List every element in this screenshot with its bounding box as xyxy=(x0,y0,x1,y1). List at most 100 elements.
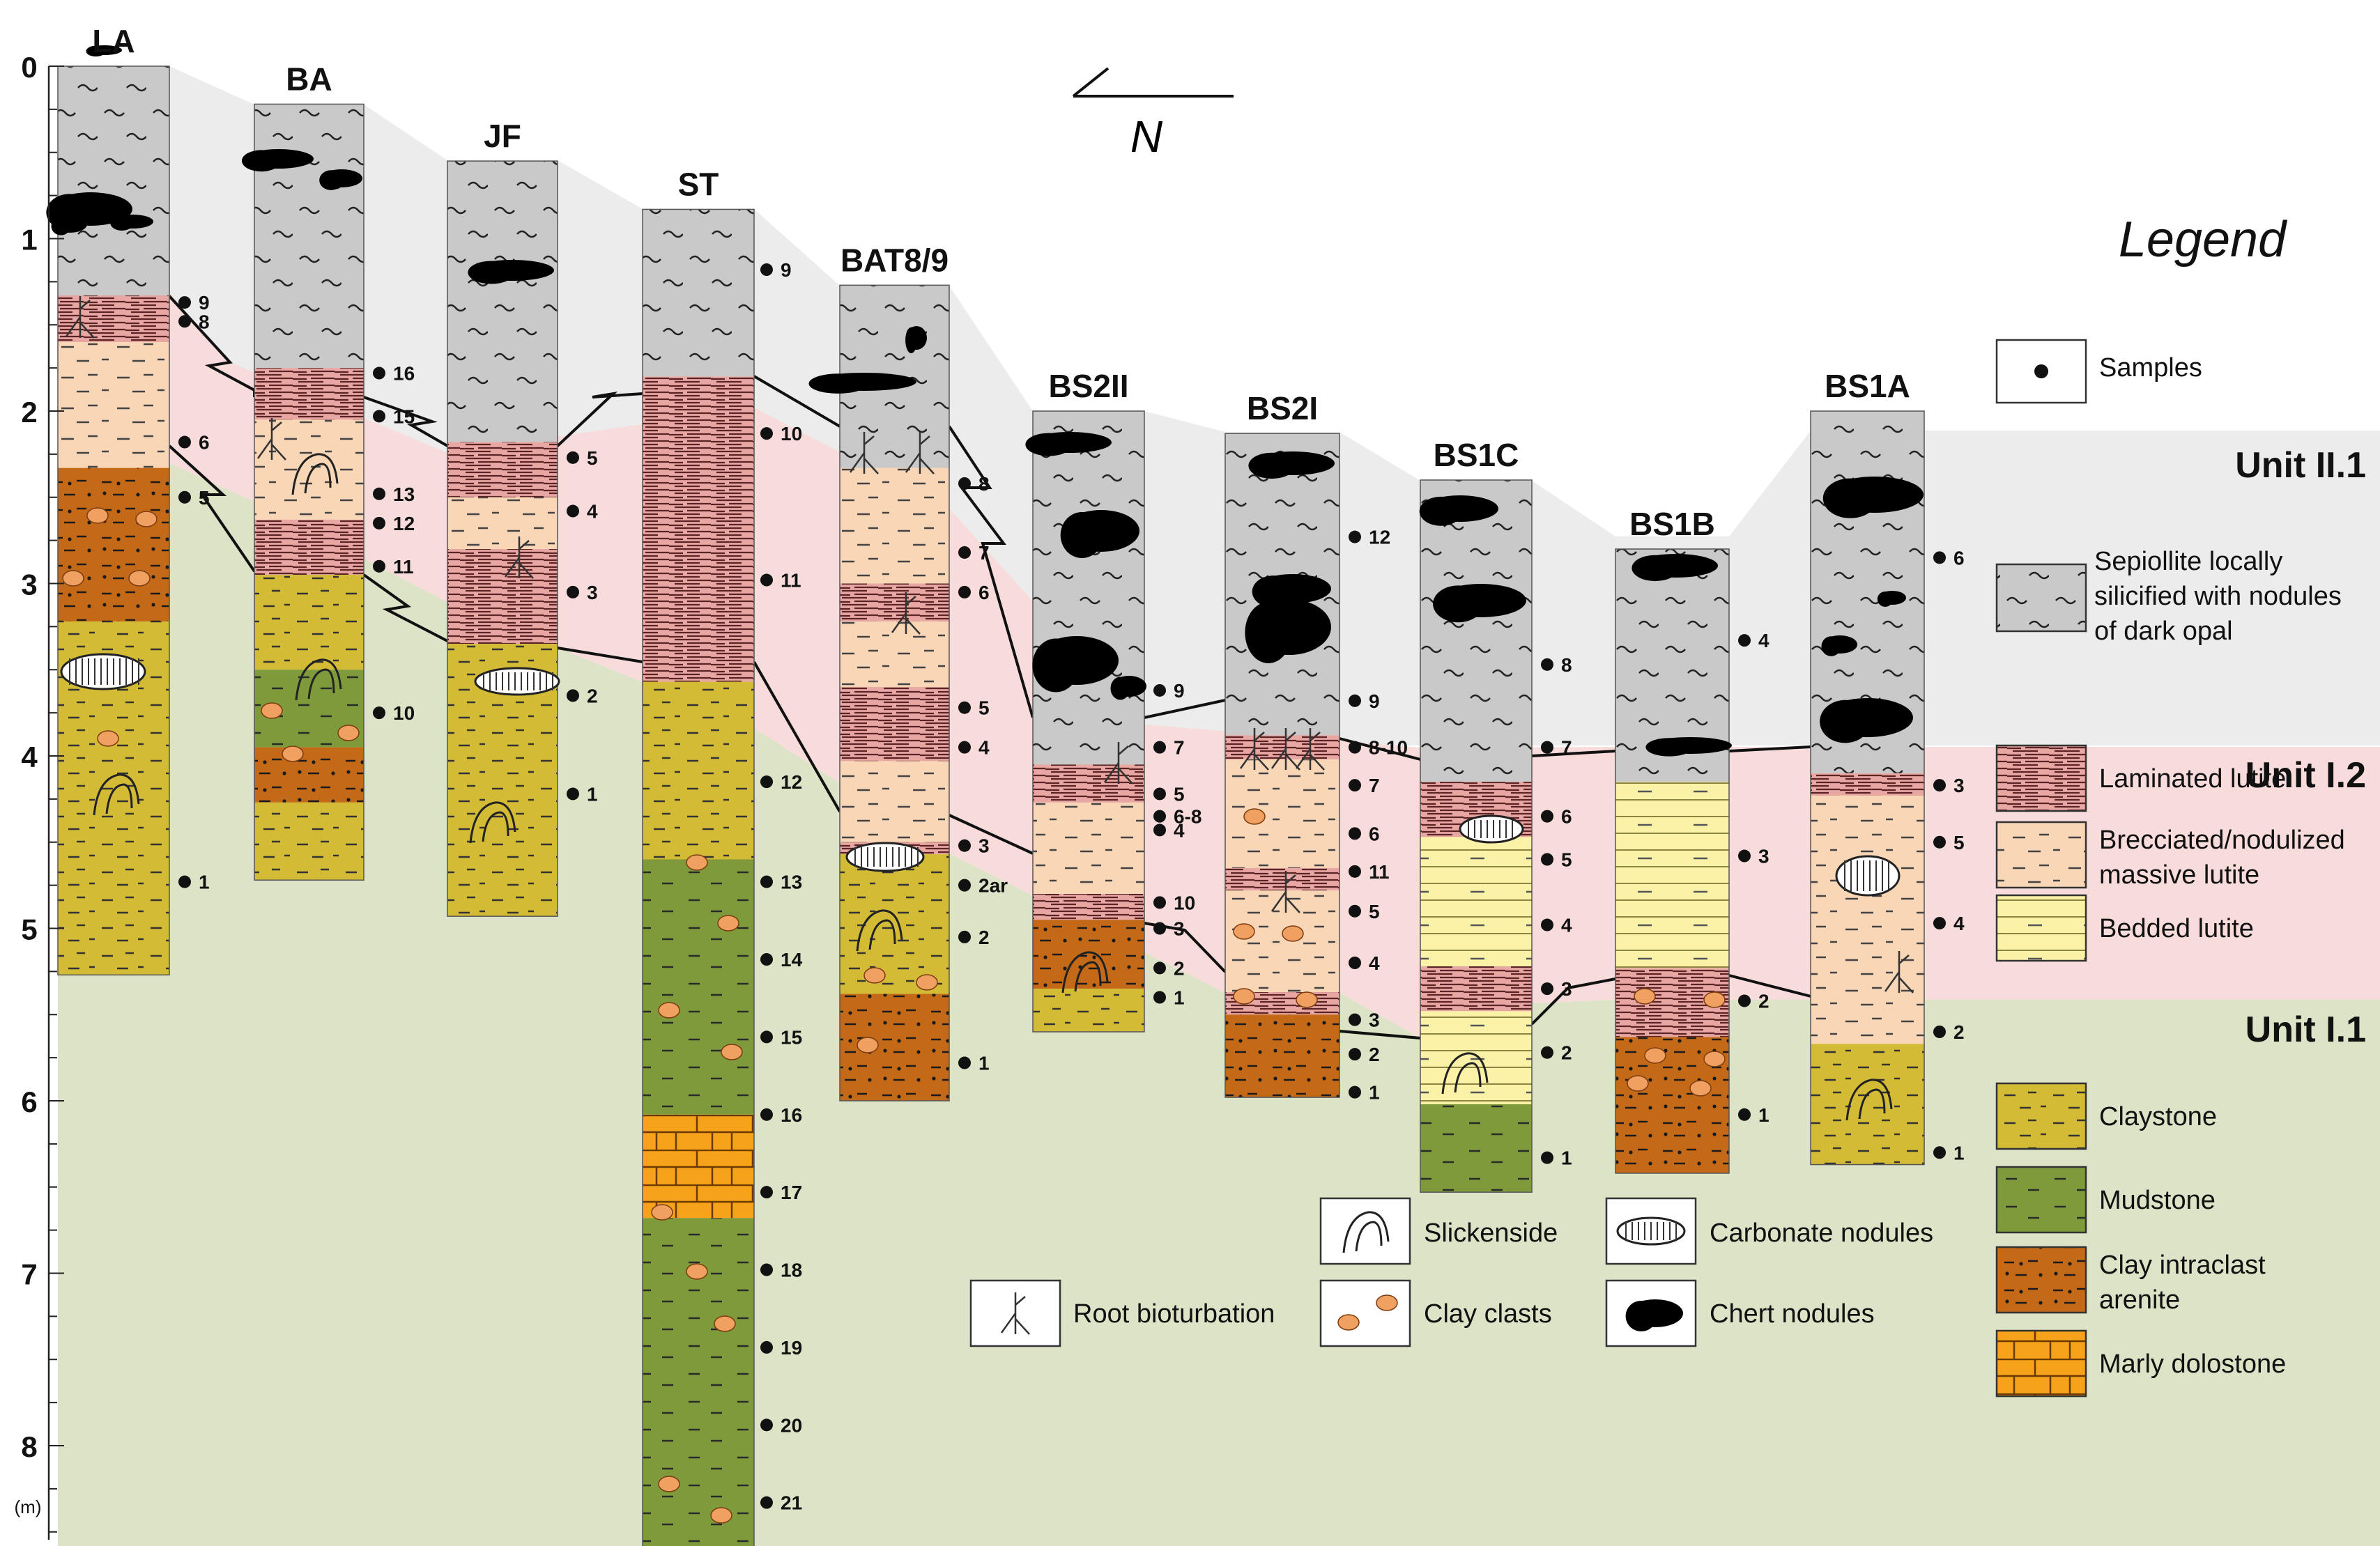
sample-dot xyxy=(760,1340,773,1354)
layer-brec xyxy=(58,342,169,468)
clay-clast-icon xyxy=(1634,988,1656,1005)
layer-lam xyxy=(58,295,169,342)
legend-root-label: Root bioturbation xyxy=(1073,1299,1275,1329)
sample-dot xyxy=(1933,551,1946,564)
sample-label: 6 xyxy=(1561,806,1572,828)
correlation-line xyxy=(168,445,1811,1039)
layer-lam xyxy=(1225,735,1339,759)
sample-dot xyxy=(1738,849,1751,863)
clay-clast-icon xyxy=(135,511,158,527)
column-outline xyxy=(1810,410,1925,1166)
column-outline xyxy=(447,160,558,917)
sample-dot xyxy=(178,435,191,449)
sample-label: 15 xyxy=(393,405,415,427)
sample-label: 5 xyxy=(199,487,210,509)
sample-dot xyxy=(178,490,191,504)
root-bioturbation-icon xyxy=(1239,728,1269,771)
chert-nodule-icon xyxy=(1257,609,1273,628)
slickenside-icon xyxy=(1061,951,1109,994)
clay-clast-icon xyxy=(282,745,304,762)
clay-clast-icon xyxy=(1337,1314,1360,1331)
sample-label: 4 xyxy=(1174,819,1185,841)
sample-dot xyxy=(567,787,579,801)
sample-label: 20 xyxy=(781,1414,802,1436)
carbonate-nodule-icon xyxy=(60,653,146,690)
sample-label: 8 xyxy=(199,311,210,332)
sample-label: 2 xyxy=(1369,1044,1380,1065)
layer-int xyxy=(840,994,949,1101)
legend-intraclast-box xyxy=(1995,1246,2087,1314)
clay-clast-icon xyxy=(86,507,109,524)
sample-dot xyxy=(1153,991,1166,1004)
root-bioturbation-icon xyxy=(849,432,879,474)
sample-dot xyxy=(1933,1146,1946,1159)
slickenside-icon xyxy=(295,658,342,701)
sample-dot xyxy=(1153,683,1166,697)
sample-label: 16 xyxy=(781,1104,802,1126)
chert-nodule-icon xyxy=(319,170,343,190)
sample-label: 7 xyxy=(978,542,990,564)
layer-int xyxy=(254,747,364,803)
sample-dot xyxy=(1153,922,1166,935)
sample-label: 5 xyxy=(587,447,598,469)
clay-clast-icon xyxy=(1233,988,1255,1005)
sample-dot xyxy=(958,879,971,892)
sample-label: 5 xyxy=(1953,832,1965,853)
sample-label: 5 xyxy=(1561,849,1572,871)
sample-dot xyxy=(1541,741,1553,754)
chert-nodule-icon xyxy=(110,215,134,231)
legend-title: Legend xyxy=(2119,212,2287,268)
column-outline xyxy=(1420,479,1533,1193)
column-label: BS1C xyxy=(1434,437,1519,473)
sample-label: 1 xyxy=(1758,1104,1769,1126)
legend-mudstone-label: Mudstone xyxy=(2099,1186,2216,1215)
sample-dot xyxy=(567,585,579,598)
chert-nodule-icon xyxy=(1820,699,1871,743)
sample-dot xyxy=(1153,787,1166,801)
sample-dot xyxy=(1933,779,1946,792)
clay-clast-icon xyxy=(686,1263,708,1280)
slickenside-icon xyxy=(1441,1052,1489,1095)
sample-label: 5 xyxy=(1174,783,1185,805)
sample-dot xyxy=(760,875,773,888)
layer-sep xyxy=(643,209,754,377)
sample-label: 6 xyxy=(1953,547,1965,569)
sample-dot xyxy=(178,296,191,309)
sample-dot xyxy=(958,839,971,852)
column-outline xyxy=(1224,433,1340,1098)
sample-label: 12 xyxy=(781,771,802,793)
legend-sepiolite-line: silicified with nodules xyxy=(2094,582,2342,611)
chert-nodule-icon xyxy=(242,150,281,172)
layer-mud xyxy=(643,859,754,1115)
sample-dot xyxy=(567,504,579,518)
sample-dot xyxy=(1349,865,1361,878)
layer-int xyxy=(1225,1014,1339,1098)
carbonate-nodule-icon xyxy=(1616,1216,1686,1246)
chert-nodule-icon xyxy=(1821,636,1841,656)
chert-nodule-icon xyxy=(1025,433,1073,456)
layer-brec xyxy=(1225,759,1339,868)
chert-nodule-icon xyxy=(1433,585,1484,623)
sample-label: 1 xyxy=(587,783,598,805)
sample-dot xyxy=(958,741,971,754)
sample-label: 7 xyxy=(1369,775,1380,796)
sample-label: 3 xyxy=(1953,775,1965,796)
sample-label: 7 xyxy=(1561,737,1572,759)
sample-label: 1 xyxy=(1953,1142,1965,1164)
sample-label: 11 xyxy=(781,570,801,592)
legend-slickenside-box xyxy=(1319,1197,1411,1265)
layer-lam xyxy=(1033,894,1144,920)
legend-brecciated-line: massive lutite xyxy=(2099,860,2259,890)
sample-dot xyxy=(373,410,385,423)
layer-lam xyxy=(1811,773,1924,796)
layer-sep xyxy=(58,66,169,296)
sample-dot xyxy=(1738,634,1751,647)
legend-clayclasts-box xyxy=(1319,1279,1411,1347)
legend-dolostone-label: Marly dolostone xyxy=(2099,1350,2286,1379)
legend-clayclasts-label: Clay clasts xyxy=(1424,1299,1552,1329)
legend-sepiolite-line: of dark opal xyxy=(2094,617,2233,646)
depth-tick-label: 5 xyxy=(21,913,37,946)
clay-clast-icon xyxy=(1296,991,1318,1008)
clay-clast-icon xyxy=(686,854,708,871)
